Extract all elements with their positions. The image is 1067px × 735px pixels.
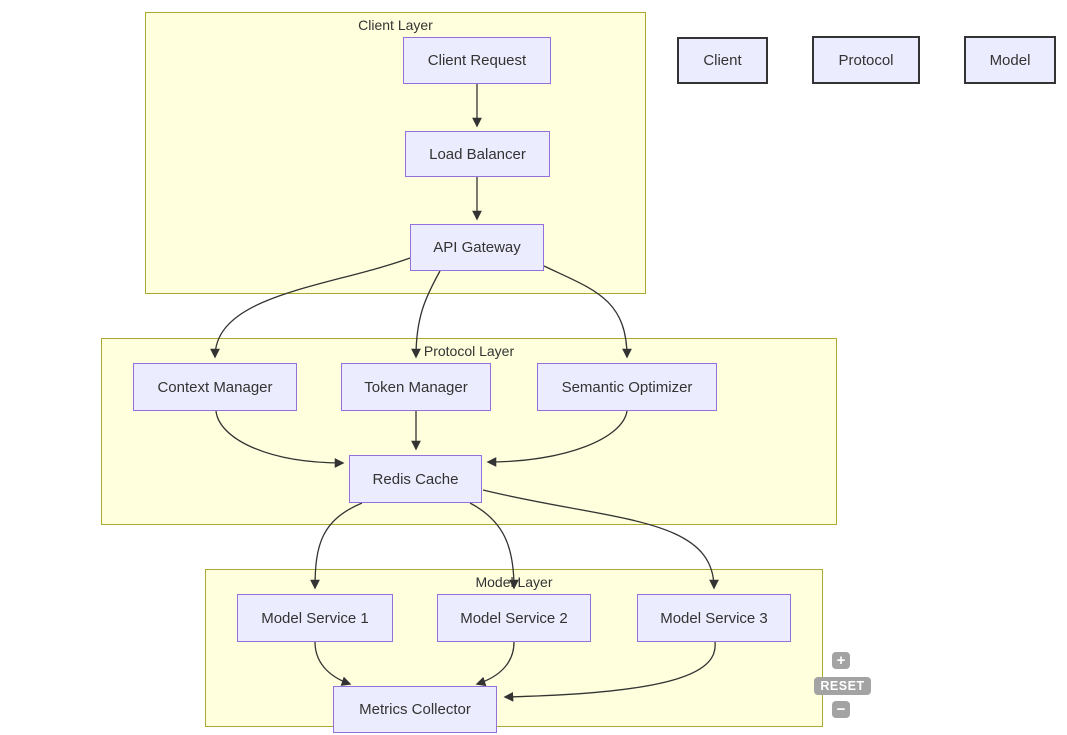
reset-zoom-button[interactable]: RESET <box>814 677 871 695</box>
legend-client-label: Client <box>703 52 742 69</box>
node-client-request: Client Request <box>403 37 551 84</box>
legend-item-protocol: Protocol <box>812 36 920 84</box>
node-metrics-collector-label: Metrics Collector <box>359 701 471 718</box>
client-layer-title: Client Layer <box>358 17 433 33</box>
node-redis-cache-label: Redis Cache <box>372 470 459 488</box>
node-client-request-label: Client Request <box>427 52 527 69</box>
zoom-in-button[interactable]: + <box>832 652 850 669</box>
node-semantic-optimizer: Semantic Optimizer <box>537 363 717 411</box>
node-token-manager: Token Manager <box>341 363 491 411</box>
node-model-service-3: Model Service 3 <box>637 594 791 642</box>
node-model-service-2: Model Service 2 <box>437 594 591 642</box>
model-layer-group: Model Layer <box>205 569 823 727</box>
node-token-manager-label: Token Manager <box>364 378 468 396</box>
client-layer-group: Client Layer <box>145 12 646 294</box>
node-metrics-collector: Metrics Collector <box>333 686 497 733</box>
node-context-manager: Context Manager <box>133 363 297 411</box>
zoom-out-button[interactable]: − <box>832 701 850 718</box>
node-model-service-1: Model Service 1 <box>237 594 393 642</box>
node-redis-cache: Redis Cache <box>349 455 482 503</box>
protocol-layer-title: Protocol Layer <box>423 343 515 359</box>
node-load-balancer: Load Balancer <box>405 131 550 177</box>
node-model-service-3-label: Model Service 3 <box>660 609 768 627</box>
reset-label: RESET <box>820 679 865 693</box>
plus-icon: + <box>836 652 846 669</box>
node-api-gateway-label: API Gateway <box>433 239 521 256</box>
legend-item-client: Client <box>677 37 768 84</box>
node-api-gateway: API Gateway <box>410 224 544 271</box>
model-layer-title: Model Layer <box>475 574 553 590</box>
node-context-manager-label: Context Manager <box>157 378 273 396</box>
node-model-service-2-label: Model Service 2 <box>460 609 568 627</box>
legend-model-label: Model <box>989 51 1031 69</box>
legend-protocol-label: Protocol <box>838 51 894 69</box>
node-semantic-optimizer-label: Semantic Optimizer <box>561 378 693 396</box>
minus-icon: − <box>836 701 846 718</box>
legend-item-model: Model <box>964 36 1056 84</box>
node-model-service-1-label: Model Service 1 <box>261 609 369 627</box>
node-load-balancer-label: Load Balancer <box>429 145 526 163</box>
